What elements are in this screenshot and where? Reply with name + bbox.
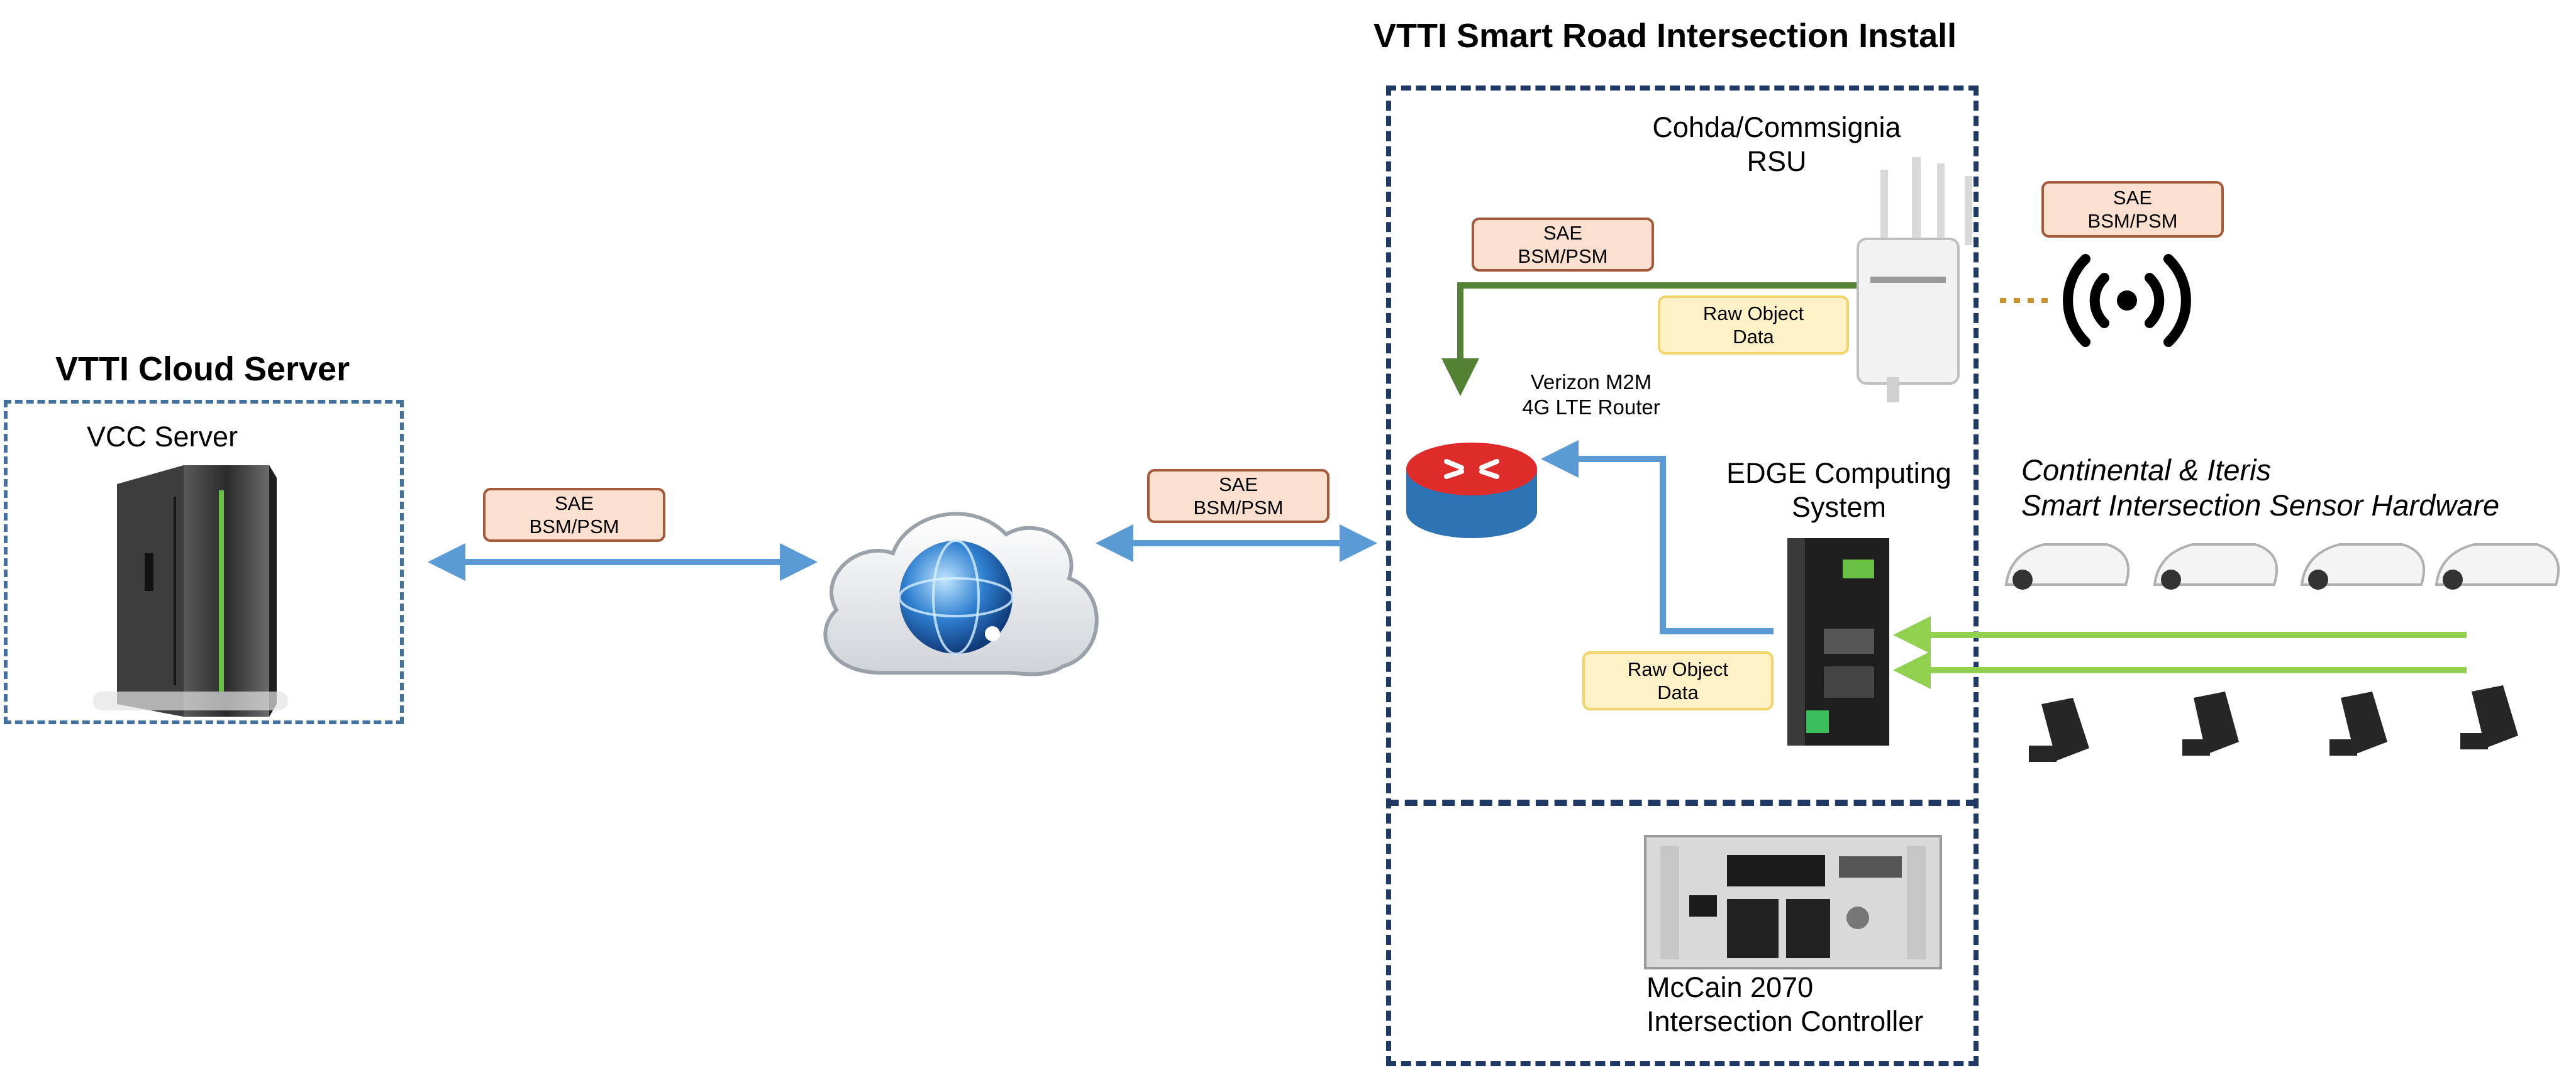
router-label: Verizon M2M 4G LTE Router (1497, 370, 1685, 419)
radar-sensor-icon (2300, 543, 2426, 590)
sae-tag-line2: BSM/PSM (1518, 245, 1608, 267)
sae-tag-rsu-router: SAE BSM/PSM (1472, 218, 1654, 272)
router-icon (1406, 443, 1537, 538)
raw-data-tag-rsu: Raw Object Data (1658, 295, 1849, 355)
link-rsu-router (1441, 282, 1859, 396)
wireless-broadcast-icon (2063, 254, 2191, 347)
sensors-label: Continental & Iteris Smart Intersection … (2021, 453, 2499, 524)
intersection-controller-icon (1644, 835, 1942, 969)
internet-cloud-icon (823, 512, 1099, 676)
link-edge-router (1541, 440, 1774, 634)
rsu-label: Cohda/Commsignia RSU (1635, 111, 1918, 179)
router-label-line2: 4G LTE Router (1522, 395, 1660, 419)
sae-tag-line1: SAE (554, 492, 594, 514)
radar-sensor-icon (2434, 543, 2560, 590)
intersection-box (1386, 85, 1979, 1066)
edge-label: EDGE Computing System (1707, 456, 1971, 524)
camera-sensor-icon (2329, 692, 2387, 756)
rsu-label-line1: Cohda/Commsignia (1652, 111, 1901, 143)
sae-tag-cloud: SAE BSM/PSM (483, 488, 665, 542)
camera-sensor-icon (2460, 685, 2518, 749)
sae-tag-internet: SAE BSM/PSM (1147, 469, 1330, 523)
edge-computer-icon (1787, 538, 1889, 746)
vcc-server-label: VCC Server (87, 421, 238, 453)
sae-tag-line1: SAE (2112, 186, 2153, 209)
raw-tag-line1: Raw Object (1627, 658, 1729, 680)
sae-tag-line1: SAE (1543, 221, 1583, 244)
edge-label-line2: System (1791, 491, 1887, 523)
cloud-server-title: VTTI Cloud Server (55, 350, 350, 388)
router-label-line1: Verizon M2M (1530, 370, 1652, 394)
sensors-label-line2: Smart Intersection Sensor Hardware (2021, 488, 2500, 522)
sae-tag-wireless: SAE BSM/PSM (2041, 181, 2224, 238)
raw-data-tag-edge: Raw Object Data (1582, 651, 1774, 710)
cloud-server-box (4, 400, 404, 724)
camera-sensor-icon (2029, 698, 2089, 762)
sae-tag-line1: SAE (1218, 473, 1258, 495)
globe-icon (899, 541, 1013, 654)
edge-label-line1: EDGE Computing (1726, 457, 1951, 489)
raw-tag-line2: Data (1733, 326, 1774, 348)
radar-sensor-icon (2153, 543, 2279, 590)
raw-tag-line1: Raw Object (1702, 302, 1804, 324)
controller-label-line1: McCain 2070 (1646, 971, 1814, 1003)
sae-tag-line2: BSM/PSM (529, 516, 619, 538)
controller-label-line2: Intersection Controller (1646, 1005, 1924, 1037)
raw-tag-line2: Data (1657, 681, 1699, 703)
server-rack-icon (93, 465, 288, 717)
sensor-hardware-icons (2004, 543, 2560, 762)
intersection-title: VTTI Smart Road Intersection Install (1374, 17, 1957, 55)
controller-label: McCain 2070 Intersection Controller (1646, 971, 1923, 1039)
controller-divider (1386, 800, 1979, 806)
radar-sensor-icon (2004, 543, 2130, 590)
sensors-label-line1: Continental & Iteris (2021, 453, 2272, 487)
rsu-label-line2: RSU (1746, 145, 1807, 177)
rsu-icon (1857, 157, 1972, 402)
sae-tag-line2: BSM/PSM (1193, 497, 1284, 519)
sae-tag-line2: BSM/PSM (2087, 210, 2178, 232)
camera-sensor-icon (2182, 692, 2239, 756)
